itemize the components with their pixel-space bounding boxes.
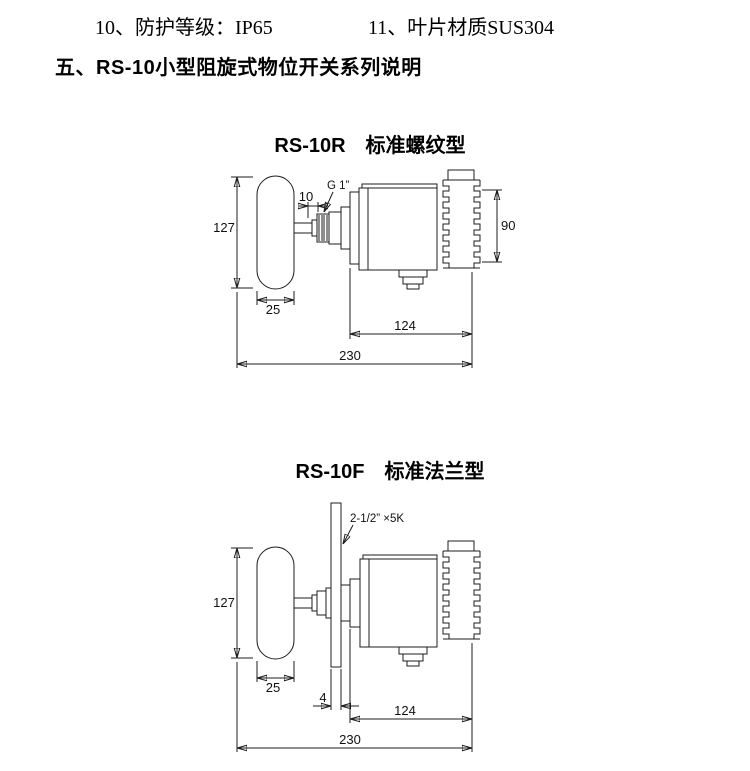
diagram2-title: RS-10F 标准法兰型 bbox=[295, 461, 485, 483]
fins-path bbox=[442, 550, 481, 640]
thread-label-text: G 1” bbox=[327, 180, 350, 192]
diagram1-drawing: G 1” 10 127 90 bbox=[213, 169, 515, 368]
fins-path bbox=[442, 179, 481, 269]
cover-cap bbox=[447, 540, 475, 552]
mounting-plate bbox=[349, 191, 360, 265]
shaft-assembly bbox=[294, 219, 318, 237]
dim-230-label: 230 bbox=[339, 348, 361, 363]
dimension-4: 4 bbox=[313, 669, 359, 710]
dim-127-label: 127 bbox=[213, 220, 235, 235]
flange-plate bbox=[330, 502, 342, 668]
dim-230-label: 230 bbox=[339, 732, 361, 747]
finned-cover bbox=[442, 540, 481, 640]
flange-label: 2-1/2” ×5K bbox=[343, 513, 404, 544]
cover-cap bbox=[447, 169, 475, 181]
spec-item-protection: 10、防护等级：IP65 bbox=[95, 17, 273, 39]
dimension-90: 90 bbox=[482, 189, 515, 263]
cable-gland bbox=[398, 269, 428, 290]
dim-25-label: 25 bbox=[266, 680, 280, 695]
dimension-127: 127 bbox=[213, 547, 253, 659]
dimension-230: 230 bbox=[236, 662, 473, 752]
dimension-127: 127 bbox=[213, 176, 253, 289]
dimension-230: 230 bbox=[236, 292, 473, 368]
dimension-124: 124 bbox=[349, 268, 473, 339]
dim-90-label: 90 bbox=[501, 218, 515, 233]
nut-steps bbox=[340, 578, 361, 628]
dimension-25: 25 bbox=[256, 661, 295, 695]
bushing-steps bbox=[328, 206, 351, 250]
dim-124-label: 124 bbox=[394, 318, 416, 333]
dim-124-label: 124 bbox=[394, 703, 416, 718]
shaft-assembly bbox=[294, 594, 318, 612]
dim-10-label: 10 bbox=[299, 189, 313, 204]
bushing-steps bbox=[316, 587, 332, 619]
cable-gland bbox=[398, 646, 428, 667]
thread-section bbox=[316, 213, 330, 243]
flange-plate-outline bbox=[330, 502, 342, 668]
dimension-10: 10 bbox=[299, 189, 327, 218]
paddle-blade-outline bbox=[256, 175, 295, 290]
spec-item-blade-material: 11、叶片材质SUS304 bbox=[368, 17, 554, 39]
paddle-blade-outline bbox=[256, 546, 295, 660]
paddle-blade bbox=[256, 175, 295, 290]
housing-body bbox=[358, 183, 438, 271]
finned-cover bbox=[442, 169, 481, 269]
dimension-25: 25 bbox=[256, 291, 295, 317]
section-heading: 五、RS-10小型阻旋式物位开关系列说明 bbox=[55, 57, 422, 79]
flange-label-text: 2-1/2” ×5K bbox=[350, 513, 404, 525]
diagram1-title: RS-10R 标准螺纹型 bbox=[274, 135, 466, 157]
paddle-blade bbox=[256, 546, 295, 660]
dim-25-label: 25 bbox=[266, 302, 280, 317]
dimension-124: 124 bbox=[349, 629, 473, 723]
diagram2-drawing: 2-1/2” ×5K 127 25 4 bbox=[213, 502, 481, 752]
dim-127-label: 127 bbox=[213, 595, 235, 610]
dim-4-label: 4 bbox=[319, 690, 326, 705]
housing-body bbox=[359, 554, 438, 648]
